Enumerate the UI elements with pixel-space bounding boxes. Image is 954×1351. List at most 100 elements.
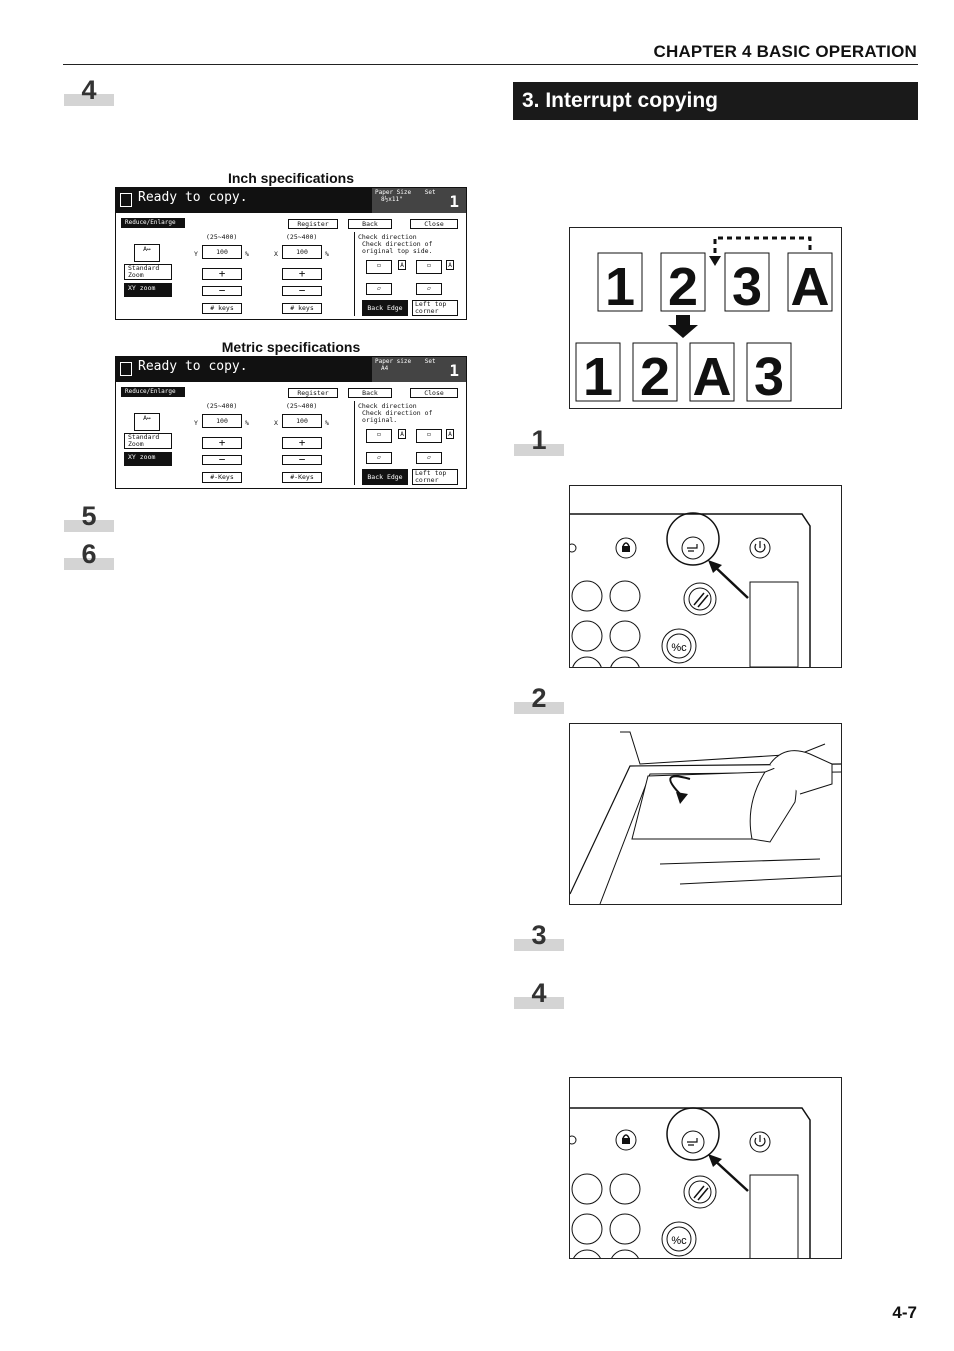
x-percent: % [325,250,329,258]
highlight-circle [666,512,720,566]
page-label: 2 [640,347,670,407]
lock-shackle [622,1134,630,1139]
x-percent: % [325,419,329,427]
back-edge-button[interactable]: Back Edge [362,300,408,316]
paper-size-value: A4 [381,365,389,372]
numeric-key [609,1173,641,1205]
page-box [724,252,770,312]
standard-zoom-button[interactable]: Standard Zoom [124,433,172,449]
left-top-corner-button[interactable]: Left top corner [412,300,458,316]
step-marker-left-5: 5 [64,501,114,532]
lock-icon [622,546,630,552]
page-label: 1 [583,347,613,407]
interrupt-sequence-diagram: 1 2 3 A 1 2 A 3 [569,227,842,409]
key-edge [570,543,577,553]
document-icon [120,193,132,207]
y-minus-button[interactable]: − [202,454,242,465]
back-edge-button[interactable]: Back Edge [362,469,408,485]
x-plus-button[interactable]: + [282,268,322,280]
original-orientation-icon[interactable]: ▭ [366,429,392,443]
step-number: 5 [81,501,97,531]
step-number: 2 [531,683,547,713]
reduce-enlarge-tab[interactable]: Reduce/Enlarge [121,387,185,397]
reset-symbol [693,592,709,608]
page-label: A [791,257,830,317]
x-zoom-field[interactable]: 100 [282,245,322,259]
arrowhead [676,792,688,804]
y-plus-button[interactable]: + [202,268,242,280]
letter-a-icon: A [398,429,406,439]
copy-count: 1 [449,361,459,380]
x-range-label: (25~400) [286,233,318,241]
interrupt-key-icon[interactable] [681,536,705,560]
interrupt-key-icon[interactable] [681,1130,705,1154]
back-button[interactable]: Back [348,219,392,229]
panel-svg: %c [570,512,811,667]
screen-status-bar: Ready to copy. Paper size Set A4 1 [116,357,466,382]
feed-icon: ▱ [366,452,392,464]
x-minus-button[interactable]: − [282,285,322,296]
left-top-corner-button[interactable]: Left top corner [412,469,458,485]
x-zoom-field[interactable]: 100 [282,414,322,428]
x-minus-button[interactable]: − [282,454,322,465]
x-number-keys-button[interactable]: # keys [282,303,322,314]
paper-size-value: 8½x11" [381,196,403,203]
key-edge [570,1135,577,1145]
close-button[interactable]: Close [410,219,458,229]
paper-info: Paper size Set A4 [372,357,466,382]
page-box [660,252,706,312]
letter-a-icon: A [446,260,454,270]
y-zoom-field[interactable]: 100 [202,245,242,259]
y-number-keys-button[interactable]: #-Keys [202,472,242,483]
inch-screen: Ready to copy. Paper Size Set 8½x11" 1 R… [115,187,467,320]
original-orientation-icon[interactable]: ▭ [416,429,442,443]
insert-arrowhead [709,256,721,266]
step-number: 6 [81,539,97,569]
y-zoom-field[interactable]: 100 [202,414,242,428]
xy-zoom-button[interactable]: XY zoom [124,283,172,297]
ready-message: Ready to copy. [138,190,248,205]
lock-shackle [622,542,630,547]
numeric-key [571,580,603,612]
stop-clear-key-icon [661,1221,697,1257]
x-label: X [274,250,278,258]
y-label: Y [194,419,198,427]
y-number-keys-button[interactable]: # keys [202,303,242,314]
standard-zoom-button[interactable]: Standard Zoom [124,264,172,280]
paper-size-label: Paper Size [375,189,412,196]
energy-saver-key-icon [749,1131,771,1153]
y-range-label: (25~400) [206,402,238,410]
reduce-enlarge-tab[interactable]: Reduce/Enlarge [121,218,185,228]
step-marker-right-4: 4 [514,978,564,1009]
numeric-key [571,1213,603,1245]
original-orientation-icon[interactable]: ▭ [366,260,392,274]
numeric-key [611,1249,639,1258]
y-plus-button[interactable]: + [202,437,242,449]
numeric-key [609,580,641,612]
close-button[interactable]: Close [410,388,458,398]
stop-clear-symbol: %c [671,642,687,654]
numeric-key [572,656,602,667]
step-marker-right-1: 1 [514,425,564,456]
register-button[interactable]: Register [288,388,338,398]
back-button[interactable]: Back [348,388,392,398]
x-plus-button[interactable]: + [282,437,322,449]
y-minus-button[interactable]: − [202,285,242,296]
page-box [575,342,621,402]
interrupt-symbol [687,544,698,552]
original-orientation-icon[interactable]: ▭ [416,260,442,274]
arrowhead [708,560,722,573]
y-percent: % [245,250,249,258]
feed-icon: ▱ [416,452,442,464]
register-button[interactable]: Register [288,219,338,229]
feed-icon: ▱ [366,283,392,295]
xy-zoom-button[interactable]: XY zoom [124,452,172,466]
numeric-key [573,1249,601,1258]
stop-clear-symbol: %c [671,1235,687,1247]
metric-specifications-caption: Metric specifications [221,339,361,355]
lock-key-icon [615,537,637,559]
arrowhead [708,1154,722,1167]
power-symbol [754,541,766,553]
x-number-keys-button[interactable]: #-Keys [282,472,322,483]
energy-saver-key-icon [749,537,771,559]
